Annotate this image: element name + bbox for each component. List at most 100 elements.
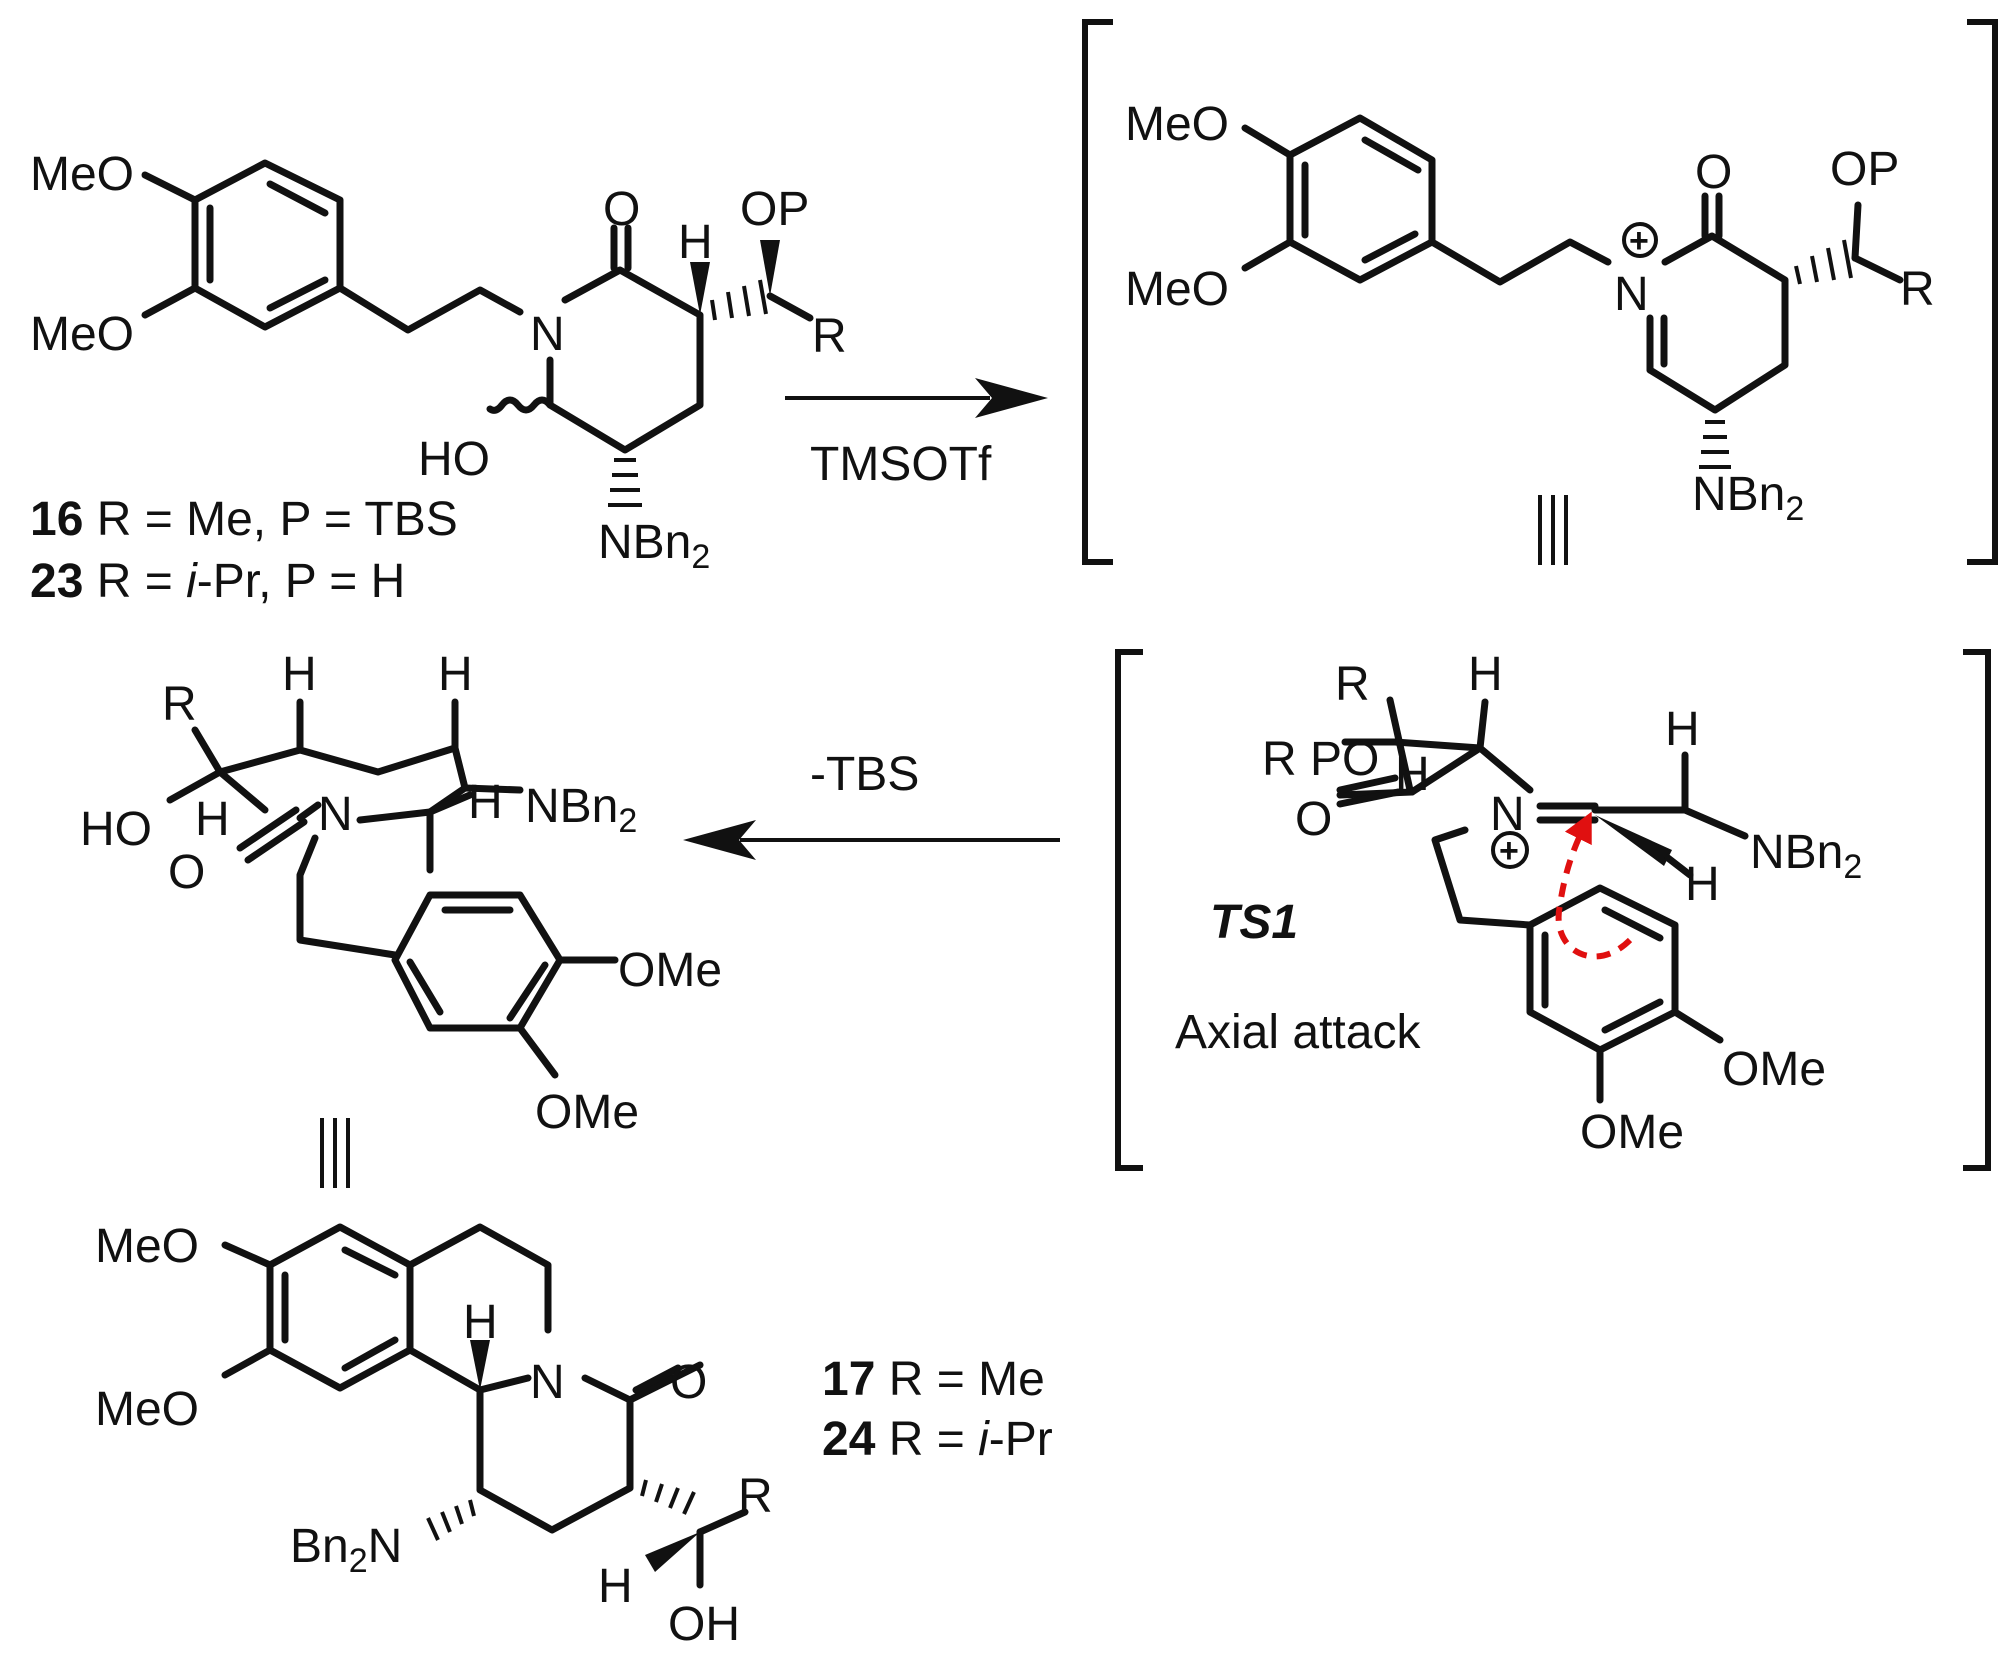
equivalence-mark-iminium xyxy=(1538,495,1568,565)
ts-wedge-bond xyxy=(1595,815,1672,866)
cy-methoxy-bond xyxy=(516,1024,559,1079)
reagent-tmsotf-label: TMSOTf xyxy=(810,438,992,491)
fp-meo-label-top: MeO xyxy=(95,1220,199,1273)
cy-h-label-axial: H xyxy=(195,793,230,846)
ts-carbonyl-o-label: O xyxy=(1295,793,1332,846)
im-op-label: OP xyxy=(1830,143,1899,196)
cy-r-label: R xyxy=(162,678,197,731)
ts-aryl-inner-bond xyxy=(1601,906,1664,942)
cy-chair-bond xyxy=(461,784,524,794)
forward-arrowhead xyxy=(975,378,1048,418)
fp-r-label: R xyxy=(738,1470,773,1523)
im-r-label: R xyxy=(1900,263,1935,316)
cy-h-label-left: H xyxy=(282,648,317,701)
fp-meo-label-bottom: MeO xyxy=(95,1383,199,1436)
im-methoxy-bond xyxy=(1241,238,1294,272)
sm-ho-label: HO xyxy=(418,433,490,486)
axial-attack-caption: Axial attack xyxy=(1175,1006,1421,1059)
ts-right-bracket xyxy=(1963,649,1991,1171)
im-hash-bond-sidechain xyxy=(1794,239,1853,285)
fp-aryl-ring xyxy=(266,1223,414,1392)
im-aryl-inner-bond xyxy=(1361,136,1422,174)
sm-piperidinone-ring xyxy=(546,266,704,454)
fp-bn2n-label: Bn2N xyxy=(290,1520,402,1580)
cy-nbn2-label: NBn2 xyxy=(525,780,637,840)
im-meo-label-top: MeO xyxy=(1125,98,1229,151)
cy-aryl-ring xyxy=(391,891,564,1032)
sm-n-label: N xyxy=(530,308,565,361)
sm-carbonyl-o-label: O xyxy=(603,183,640,236)
im-sidechain-bond xyxy=(1851,201,1862,262)
compound-24-legend: 24 R = i-Pr xyxy=(822,1413,1053,1466)
compound-16-legend: 16 R = Me, P = TBS xyxy=(30,493,458,546)
ts-h-axial-label: H xyxy=(1395,748,1430,801)
fp-carbonyl-bond xyxy=(626,1374,676,1404)
ts-carbonyl-bond xyxy=(1336,788,1402,808)
fp-ring-bond xyxy=(406,1223,552,1334)
iminium-left-bracket xyxy=(1082,19,1113,565)
ts-methoxy-bond xyxy=(1671,1008,1724,1044)
sm-sidechain-bond xyxy=(766,292,814,322)
fp-ring-bond xyxy=(476,1386,634,1534)
sm-r-label: R xyxy=(812,310,847,363)
cy-h-label-n: H xyxy=(468,776,503,829)
sm-methoxy-bond xyxy=(141,171,199,204)
fp-h-label-sidechain: H xyxy=(598,1560,633,1613)
ts-ome-label-right: OMe xyxy=(1722,1043,1826,1096)
ts-aryl-inner-bond xyxy=(1601,998,1664,1034)
cy-carbonyl-bond xyxy=(244,818,308,864)
ts-ome-label-bottom: OMe xyxy=(1580,1106,1684,1159)
sm-wedge-h xyxy=(690,262,710,315)
fp-carbonyl-o-label: O xyxy=(670,1356,707,1409)
compound-23-legend: 23 R = i-Pr, P = H xyxy=(30,555,405,608)
compound-17-legend: 17 R = Me xyxy=(822,1353,1045,1406)
im-meo-label-bottom: MeO xyxy=(1125,263,1229,316)
sm-op-label: OP xyxy=(740,183,809,236)
fp-wedge-h-sidechain xyxy=(645,1532,700,1572)
sm-methoxy-bond xyxy=(141,284,199,319)
ts-chair-bond xyxy=(1591,806,1749,840)
iminium-structure xyxy=(1241,114,1904,469)
sm-meo-label-bottom: MeO xyxy=(30,308,134,361)
ts-h-right-label: H xyxy=(1665,703,1700,756)
cy-ethyl-linker xyxy=(296,834,399,959)
fp-sidechain-bond xyxy=(696,1508,749,1536)
ts-n-label: N xyxy=(1490,788,1525,841)
ts-r-label: R xyxy=(1262,733,1297,786)
sm-ethyl-linker xyxy=(336,284,524,334)
ts-po-label: PO xyxy=(1310,733,1379,786)
ts-chair-bond xyxy=(1476,698,1489,752)
cy-chair-bond xyxy=(166,768,224,804)
im-positive-charge-circle xyxy=(1622,222,1658,258)
fp-oh-label: OH xyxy=(668,1598,740,1651)
cy-aryl-inner-bond xyxy=(406,958,444,1016)
im-n-label: N xyxy=(1614,268,1649,321)
ts1-label: TS1 xyxy=(1210,896,1298,949)
im-nbn2-label: NBn2 xyxy=(1692,468,1804,528)
ts-carbonyl-bond xyxy=(1336,774,1399,794)
ts-chair-bond xyxy=(1386,696,1414,794)
fp-carbonyl-bond xyxy=(632,1364,682,1394)
axial-attack-arrow xyxy=(1555,811,1633,960)
final-product-structure xyxy=(221,1223,749,1589)
cyclized-chair-structure xyxy=(166,698,619,1079)
ts-chair-bond xyxy=(1341,738,1484,752)
fp-hash-bond-sidechain xyxy=(640,1479,696,1515)
fp-aryl-inner-bond xyxy=(341,1336,399,1372)
cy-chair-bond xyxy=(191,726,469,792)
cy-ome-label-right: OMe xyxy=(618,944,722,997)
backward-arrowhead xyxy=(683,820,756,860)
ts-structure xyxy=(1336,696,1749,1104)
im-methoxy-bond xyxy=(1241,124,1294,159)
ts-h-lower-label: H xyxy=(1685,858,1720,911)
reagent-minus-tbs-label: -TBS xyxy=(810,748,919,801)
ts-chair-bond xyxy=(1664,854,1694,879)
cy-chair-bond xyxy=(426,791,474,816)
cy-chair-bond xyxy=(216,768,269,814)
fp-wedge-h xyxy=(470,1340,490,1390)
cy-carbonyl-o-label: O xyxy=(168,846,205,899)
cy-n-label: N xyxy=(318,788,353,841)
sm-hash-bond-sidechain xyxy=(710,279,768,321)
ts-positive-charge-circle xyxy=(1491,831,1529,869)
cy-ho-label: HO xyxy=(80,803,152,856)
